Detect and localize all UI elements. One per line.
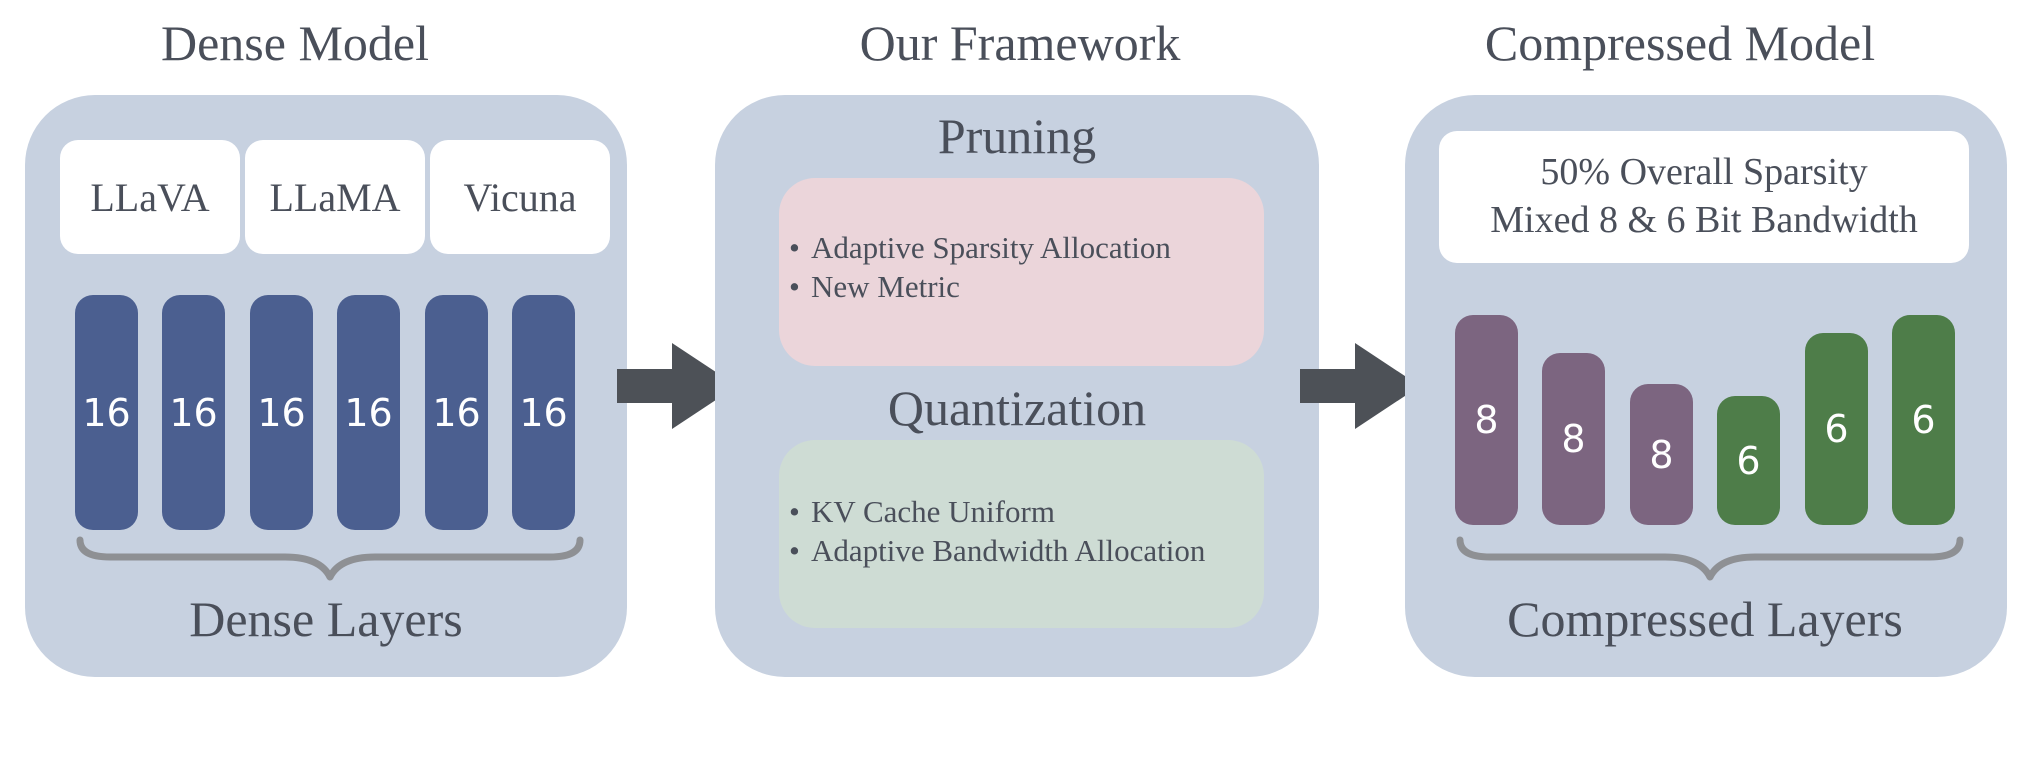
dense-layer: 16 [162, 295, 225, 530]
framework-heading: Our Framework [859, 15, 1181, 71]
model-box-vicuna: Vicuna [430, 140, 610, 254]
pruning-item: •New Metric [789, 269, 960, 304]
arrow-right-icon [617, 343, 737, 429]
framework-panel: Pruning •Adaptive Sparsity Allocation •N… [715, 95, 1319, 677]
compressed-layers-caption: Compressed Layers [1507, 591, 1903, 647]
pruning-item: •Adaptive Sparsity Allocation [789, 230, 1171, 265]
compression-summary: 50% Overall Sparsity Mixed 8 & 6 Bit Ban… [1439, 131, 1969, 263]
dense-layer: 16 [512, 295, 575, 530]
compressed-model-heading: Compressed Model [1484, 15, 1876, 71]
compressed-layers-brace [1456, 536, 1964, 581]
quantization-box: •KV Cache Uniform •Adaptive Bandwidth Al… [779, 440, 1264, 628]
dense-model-panel: LLaVA LLaMA Vicuna 16 16 16 16 16 16 Den… [25, 95, 627, 677]
bandwidth-summary: Mixed 8 & 6 Bit Bandwidth [1490, 199, 1918, 241]
dense-layer: 16 [425, 295, 488, 530]
arrow-right-icon [1300, 343, 1420, 429]
compressed-layer-6bit: 6 [1892, 315, 1955, 525]
dense-layers-brace [76, 536, 584, 581]
quantization-item: •Adaptive Bandwidth Allocation [789, 533, 1206, 568]
compressed-layer-6bit: 6 [1717, 396, 1780, 525]
pruning-title: Pruning [937, 108, 1097, 164]
compressed-layer-6bit: 6 [1805, 333, 1868, 525]
dense-layers-caption: Dense Layers [189, 591, 463, 647]
compressed-model-panel: 50% Overall Sparsity Mixed 8 & 6 Bit Ban… [1405, 95, 2007, 677]
dense-layer: 16 [337, 295, 400, 530]
model-box-llava: LLaVA [60, 140, 240, 254]
sparsity-summary: 50% Overall Sparsity [1540, 151, 1868, 193]
compressed-layer-8bit: 8 [1542, 353, 1605, 525]
dense-layer: 16 [250, 295, 313, 530]
model-box-llama: LLaMA [245, 140, 425, 254]
quantization-item: •KV Cache Uniform [789, 494, 1055, 529]
compressed-layer-8bit: 8 [1455, 315, 1518, 525]
pruning-box: •Adaptive Sparsity Allocation •New Metri… [779, 178, 1264, 366]
dense-model-heading: Dense Model [161, 15, 429, 71]
dense-layer: 16 [75, 295, 138, 530]
quantization-title: Quantization [887, 380, 1147, 436]
compressed-layer-8bit: 8 [1630, 384, 1693, 525]
